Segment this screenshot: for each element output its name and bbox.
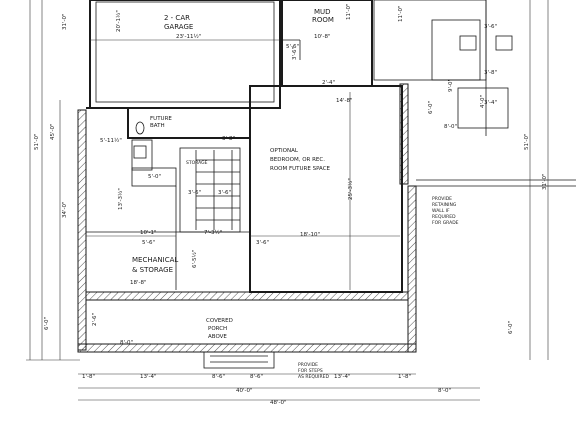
dim-opt-top: 14'-8" [336, 98, 353, 104]
retaining-note-2: RETAINING [432, 202, 457, 208]
steps-note-1: PROVIDE [298, 362, 318, 368]
dim-bottom-8-6a: 8'-6" [212, 374, 225, 380]
front-steps [203, 351, 275, 369]
optional-label-1: OPTIONAL [270, 148, 299, 154]
dim-opt-depth: 25'-3½" [347, 178, 354, 200]
dim-garage-depth: 20'-1½" [115, 10, 122, 32]
left-foundation-wall [77, 109, 87, 351]
dim-s-8-0: 8'-0" [120, 340, 133, 346]
dim-bottom-40: 40'-0" [236, 388, 253, 394]
dim-opt-width: 18'-10" [300, 232, 320, 238]
dim-3-6a: 3'-6" [188, 190, 201, 196]
mechanical-label-1: MECHANICAL [132, 256, 178, 264]
dim-left-31: 31'-0" [62, 13, 68, 30]
stair-treads [195, 150, 240, 230]
mechanical-label-2: & STORAGE [132, 266, 173, 274]
dim-5-0: 5'-0" [148, 174, 161, 180]
optional-label-3: ROOM FUTURE SPACE [270, 166, 331, 172]
optional-label-2: BEDROOM, OR REC. [270, 157, 325, 163]
right-foundation-wall [407, 185, 417, 353]
dim-9-0: 9'-0" [448, 79, 454, 92]
dim-6-0-small: 6'-0" [428, 101, 434, 114]
right-upper-wall [399, 83, 409, 185]
right-annex [373, 0, 576, 187]
retaining-note-5: FOR GRADE [432, 220, 459, 226]
mechanical-room-outline [86, 107, 250, 290]
steps-note-2: FOR STEPS [298, 368, 323, 374]
steps-note-3: AS REQUIRED [298, 374, 329, 380]
dim-3-6b: 3'-6" [218, 190, 231, 196]
mud-label-2: ROOM [312, 16, 334, 24]
dim-bottom-8-6b: 8'-6" [250, 374, 263, 380]
dim-right-51: 51'-0" [524, 133, 530, 150]
column-icon-2 [495, 35, 513, 51]
future-bath-label-2: BATH [150, 123, 165, 129]
dim-2-4: 2'-4" [322, 80, 335, 86]
dim-bottom-1-8b: 1'-8" [398, 374, 411, 380]
dim-s-5-6: 5'-6" [142, 240, 155, 246]
column-icon [459, 35, 477, 51]
dim-8-0: 8'-0" [444, 124, 457, 130]
dim-10-1: 10'-1" [140, 230, 157, 236]
optional-room-outline [249, 85, 403, 293]
retaining-note-1: PROVIDE [432, 196, 452, 202]
future-bath-label-1: FUTURE [150, 116, 172, 122]
dim-mech-depth: 13'-3½" [117, 188, 124, 210]
porch-top-wall [85, 291, 409, 301]
dim-bottom-48: 48'-0" [270, 400, 287, 406]
dim-3-8-right: 3'-8" [484, 70, 497, 76]
garage-label-2: GARAGE [164, 23, 193, 31]
dim-mud-width: 10'-8" [314, 34, 331, 40]
dim-left-45: 45'-0" [50, 123, 56, 140]
dim-left-34: 34'-0" [62, 201, 68, 218]
dim-3-4: 3'-4" [484, 100, 497, 106]
dim-top-3-6: 3'-6" [292, 47, 298, 60]
dim-bottom-13-4b: 13'-4" [334, 374, 351, 380]
dim-7-3: 7'-3½" [204, 229, 222, 236]
sink-icon [133, 145, 147, 159]
dim-3-8: 3'-8" [222, 136, 235, 142]
dim-4-0: 4'-0" [480, 95, 486, 108]
bath-stair-block [127, 107, 251, 233]
dim-garage-width: 23'-11½" [176, 33, 201, 40]
dim-bottom-13-4a: 13'-4" [140, 374, 157, 380]
dim-2-6: 2'-6" [92, 313, 98, 326]
porch-label-2: PORCH [208, 326, 227, 332]
dim-5-6: 5'-6" [286, 44, 299, 50]
dim-right-31: 31'-0" [542, 173, 548, 190]
mud-label-1: MUD [314, 8, 331, 16]
dim-mud-depth: 11'-0" [346, 3, 352, 20]
toilet-icon [135, 121, 145, 135]
storage-small-label: STORAGE [186, 160, 208, 166]
dim-left-6: 6'-0" [44, 317, 50, 330]
porch-label-1: COVERED [206, 318, 233, 324]
dim-left-51: 51'-0" [34, 133, 40, 150]
dim-s-3-6: 3'-6" [256, 240, 269, 246]
dim-top-11-0: 11'-0" [398, 5, 404, 22]
dim-3-6-right: 3'-6" [484, 24, 497, 30]
porch-label-3: ABOVE [208, 334, 227, 340]
garage-label-1: 2 - CAR [164, 14, 190, 22]
dimension-lines [26, 0, 549, 401]
dim-bottom-8: 8'-0" [438, 388, 451, 394]
dim-mech-width: 18'-8" [130, 280, 147, 286]
retaining-note-3: WALL IF [432, 208, 450, 214]
retaining-note-4: REQUIRED [432, 214, 456, 220]
dim-right-6: 6'-0" [508, 321, 514, 334]
dim-bottom-1-8a: 1'-8" [82, 374, 95, 380]
dim-s-6-5: 6'-5½" [191, 250, 198, 268]
dim-5-11: 5'-11½" [100, 137, 122, 144]
